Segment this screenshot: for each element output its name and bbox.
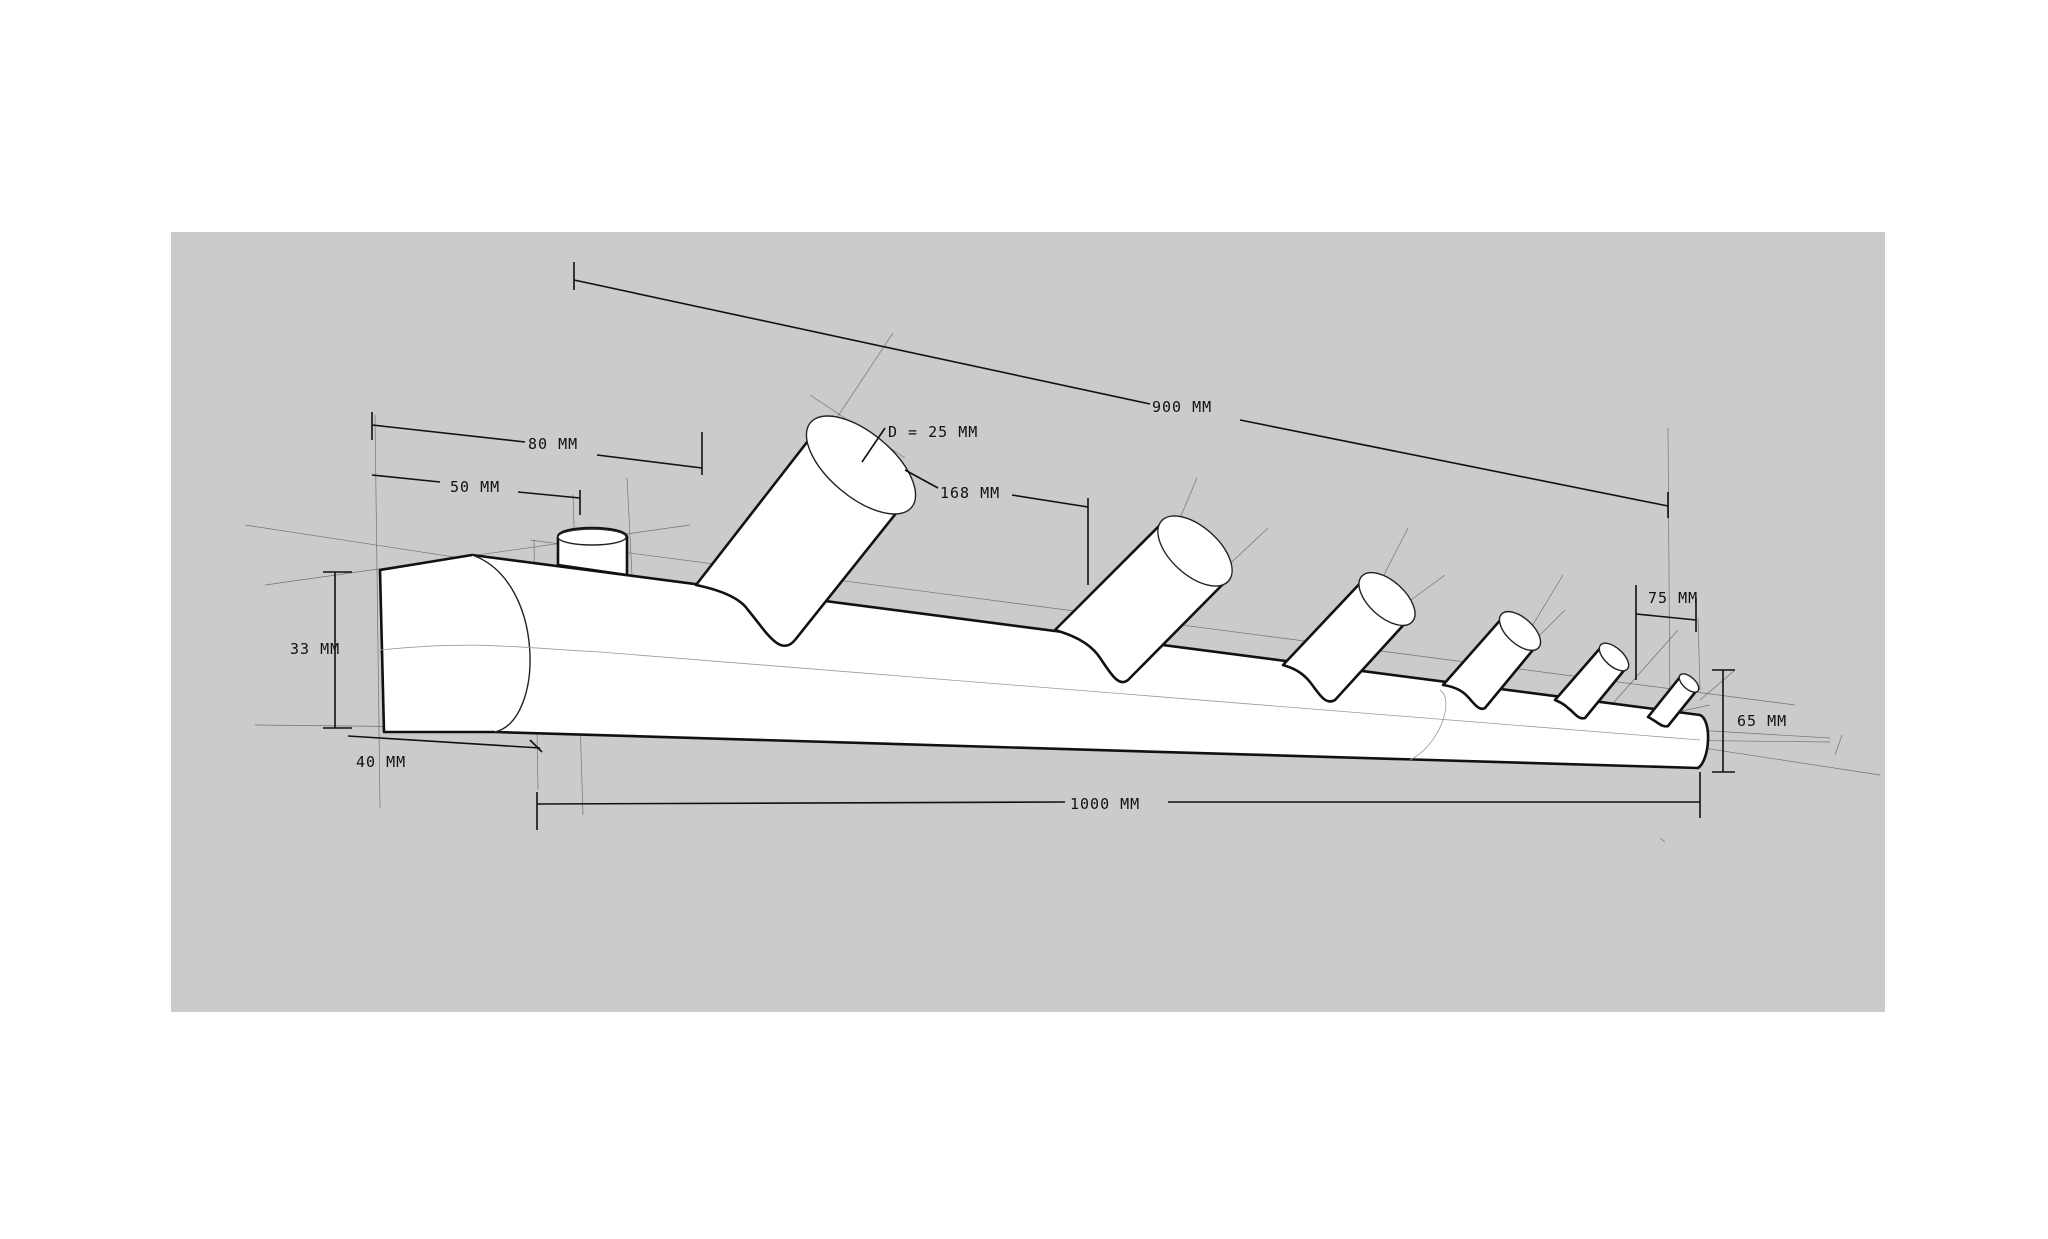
dimension-labels: D = 25 MM 900 MM 80 MM 50 MM 168 MM 75 M… <box>290 398 1787 813</box>
top-stub <box>556 526 629 577</box>
label-diameter: D = 25 MM <box>888 423 978 441</box>
label-75mm: 75 MM <box>1648 589 1698 607</box>
branch-cylinder-6 <box>1646 673 1700 728</box>
label-40mm: 40 MM <box>356 753 406 771</box>
label-1000mm: 1000 MM <box>1070 795 1140 813</box>
label-33mm: 33 MM <box>290 640 340 658</box>
label-50mm: 50 MM <box>450 478 500 496</box>
label-168mm: 168 MM <box>940 484 1000 502</box>
label-65mm: 65 MM <box>1737 712 1787 730</box>
branch-cylinder-3 <box>1281 571 1416 703</box>
branch-cylinder-4 <box>1441 610 1542 711</box>
label-80mm: 80 MM <box>528 435 578 453</box>
label-900mm: 900 MM <box>1152 398 1212 416</box>
dimension-lines <box>323 262 1735 830</box>
branch-cylinder-5 <box>1553 642 1630 720</box>
tube-body <box>378 553 1710 770</box>
branch-cylinder-1 <box>694 415 917 648</box>
branch-cylinder-2 <box>1053 515 1233 684</box>
